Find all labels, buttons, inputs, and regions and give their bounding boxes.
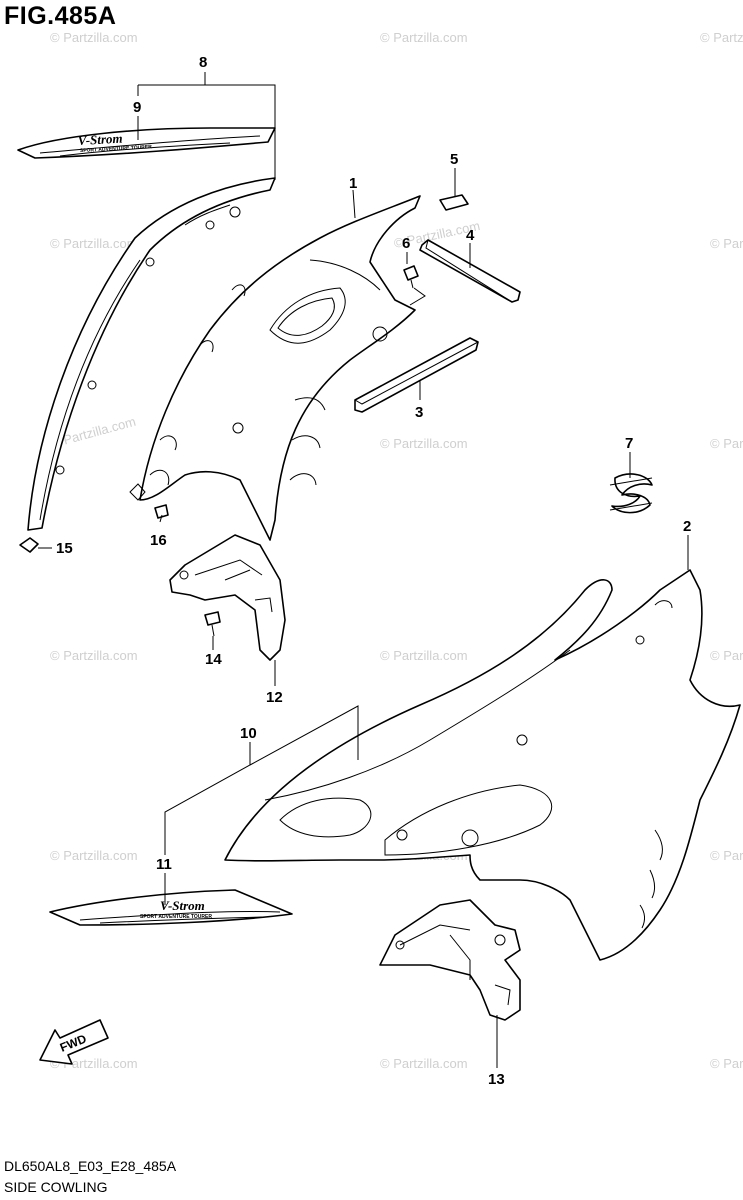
- callout-7: 7: [625, 435, 633, 452]
- watermark: © Partzilla.com: [50, 1056, 138, 1071]
- callout-13: 13: [488, 1071, 505, 1088]
- part-4-strip: [419, 239, 521, 303]
- decal-logo: V-Strom: [160, 898, 205, 913]
- watermark: © Partzilla.com: [50, 648, 138, 663]
- watermark: © Partzilla.com: [380, 1056, 468, 1071]
- callout-labels: 8 9 1 5 4 6 3 7 2 16 15 14 12 10 11 13: [56, 54, 691, 1088]
- callout-14: 14: [205, 651, 222, 668]
- watermark: © Partzilla.com: [710, 236, 743, 251]
- watermark: © Partzilla.com: [380, 30, 468, 45]
- callout-5: 5: [450, 151, 458, 168]
- watermark: © Partzilla.com: [710, 436, 743, 451]
- callout-8: 8: [199, 54, 207, 71]
- watermark: © Partzilla.com: [380, 648, 468, 663]
- watermark: © Partzilla.com: [380, 436, 468, 451]
- callout-10: 10: [240, 725, 257, 742]
- watermark: © Partzilla.com: [50, 236, 138, 251]
- fwd-arrow-icon: FWD: [39, 1019, 109, 1065]
- part-6-bolt: [403, 265, 419, 289]
- part-2-lower-cowling: [224, 569, 741, 961]
- callout-9: 9: [133, 99, 141, 116]
- watermark: © Partzilla.com: [710, 648, 743, 663]
- part-16-clip: [154, 504, 169, 519]
- watermark: © Partzilla.com: [710, 1056, 743, 1071]
- callout-11: 11: [156, 856, 172, 873]
- watermark: © Partzilla.com: [50, 30, 138, 45]
- callout-15: 15: [56, 540, 73, 557]
- watermark: © Partzilla.com: [50, 848, 138, 863]
- diagram-code: DL650AL8_E03_E28_485A: [4, 1158, 177, 1174]
- leader-lines: [38, 72, 689, 1068]
- part-3-strip: [354, 337, 479, 413]
- decal-subtitle: SPORT ADVENTURE TOURER: [80, 144, 153, 154]
- part-9-upper-decal: V-Strom SPORT ADVENTURE TOURER: [17, 127, 276, 159]
- decal-subtitle: SPORT ADVENTURE TOURER: [140, 914, 212, 920]
- part-1-side-cowling: [129, 195, 421, 541]
- part-14-screw: [204, 611, 221, 637]
- part-7-emblem: [609, 473, 653, 514]
- part-12-bracket: [169, 534, 286, 661]
- decal-logo: V-Strom: [77, 131, 123, 148]
- part-15-screw: [19, 537, 39, 553]
- callout-2: 2: [683, 518, 691, 535]
- watermark: © Partzilla.com: [710, 848, 743, 863]
- callout-4: 4: [466, 227, 475, 244]
- figure-title: FIG.485A: [4, 2, 117, 30]
- diagram-title: SIDE COWLING: [4, 1179, 108, 1195]
- part-8-upper-trim: [27, 177, 276, 531]
- part-11-lower-decal: V-Strom SPORT ADVENTURE TOURER: [49, 889, 293, 926]
- callout-12: 12: [266, 689, 283, 706]
- callout-3: 3: [415, 404, 423, 421]
- callout-1: 1: [349, 175, 357, 192]
- part-13-bracket: [379, 899, 521, 1021]
- part-5-pad: [439, 194, 469, 211]
- callout-6: 6: [402, 235, 410, 252]
- watermark: © Partzilla.com: [700, 30, 743, 45]
- callout-16: 16: [150, 532, 167, 549]
